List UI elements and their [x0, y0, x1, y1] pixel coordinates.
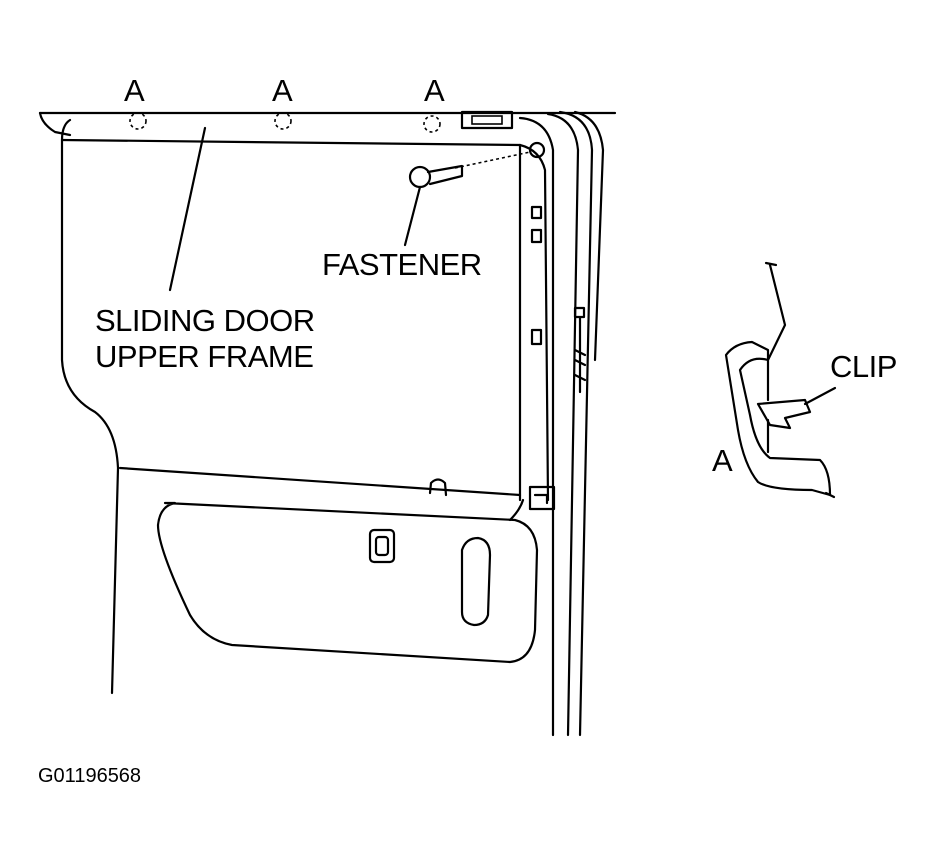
pillar-line-1: [518, 116, 555, 737]
leader-upper-frame: [168, 126, 207, 292]
clip-label-a1: A: [124, 73, 145, 108]
leader-fastener: [403, 185, 422, 247]
door-handle: [460, 536, 492, 627]
fastener-head: [408, 165, 432, 189]
clip-label-a2: A: [272, 73, 293, 108]
pillar-slot-1: [530, 205, 543, 220]
upper-frame-label: SLIDING DOOR UPPER FRAME: [95, 303, 315, 374]
fastener-label: FASTENER: [322, 247, 482, 282]
waist-line: [118, 466, 522, 497]
armrest-panel: [156, 501, 539, 664]
door-lock-switch: [368, 528, 396, 564]
top-bracket: [460, 110, 514, 130]
pillar-slot-2: [530, 228, 543, 244]
pillar-line-2: [546, 112, 580, 737]
door-lock-switch-inner: [374, 535, 390, 557]
fastener-shank: [426, 164, 464, 186]
armrest-tab: [508, 498, 525, 522]
waist-bracket: [528, 485, 556, 511]
side-wire: [573, 316, 587, 394]
detail-frame-section: [724, 340, 832, 497]
fastener-hole: [528, 141, 546, 159]
pillar-slot-3: [530, 328, 543, 346]
detail-trim-profile: [766, 263, 787, 402]
detail-trim-end: [764, 261, 778, 267]
window-frame-corner: [518, 143, 550, 502]
clip-hole-a2: [274, 112, 292, 130]
upper-frame-inner-edge: [60, 138, 522, 147]
clip-hole-a3: [423, 115, 441, 133]
fastener-guide-line: [454, 151, 531, 169]
detail-frame-bottom: [824, 491, 836, 499]
top-bracket-slot: [471, 115, 503, 125]
detail-clip-leader: [803, 386, 837, 406]
upper-frame-lip: [38, 111, 72, 137]
pillar-line-4: [573, 110, 605, 362]
figure-id: G01196568: [38, 765, 142, 787]
clip-hole-a1: [129, 112, 147, 130]
clip-label-a3: A: [424, 73, 445, 108]
detail-clip-body: [756, 398, 812, 430]
side-clip: [573, 306, 586, 319]
clip-label: CLIP: [830, 349, 897, 384]
waist-stud: [428, 478, 448, 497]
door-trim-outline: [60, 118, 120, 695]
pillar-line-3: [558, 110, 594, 737]
waist-bracket-detail: [533, 493, 549, 505]
detail-a-label: A: [712, 443, 733, 478]
